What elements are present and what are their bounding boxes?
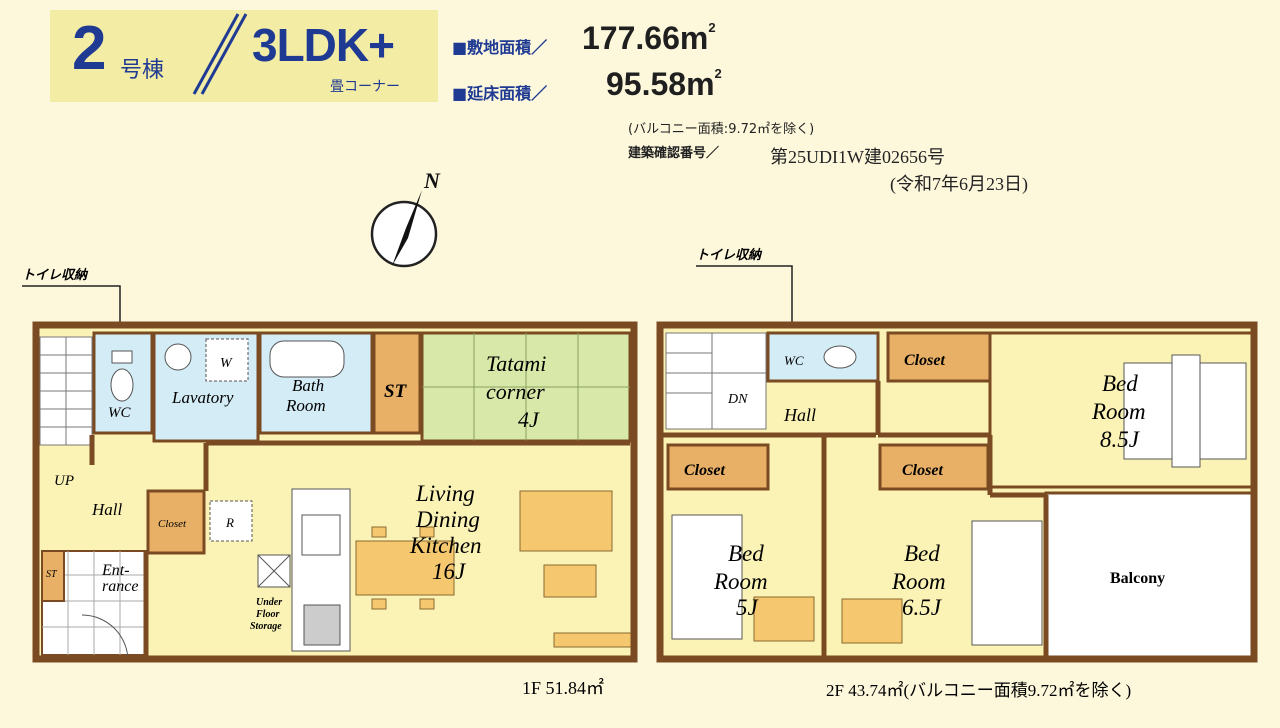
closet-top-2f bbox=[886, 331, 992, 383]
tatami-label-1: Tatami bbox=[486, 351, 546, 376]
toilet-storage-label-1f: トイレ収納 bbox=[22, 267, 88, 282]
site-area-label: ■敷地面積／ bbox=[452, 38, 548, 57]
floor-2f-label: 2F 43.74㎡(バルコニー面積9.72㎡を除く) bbox=[826, 681, 1132, 700]
desk-1 bbox=[753, 596, 815, 642]
wc-2f-label: WC bbox=[784, 353, 804, 368]
entrance-label-1: Ent- bbox=[101, 562, 130, 579]
stairs-2f bbox=[665, 332, 767, 430]
bed-left-label-1: Bed bbox=[728, 541, 764, 566]
coffee-table bbox=[543, 564, 597, 598]
layout-type: 3LDK+ bbox=[252, 19, 395, 71]
closet-top-label: Closet bbox=[904, 352, 945, 369]
building-suffix: 号棟 bbox=[120, 58, 165, 83]
tatami-label-3: 4J bbox=[518, 407, 540, 432]
tatami-label-2: corner bbox=[486, 379, 545, 404]
interior-walls-1f bbox=[89, 435, 630, 659]
sofa bbox=[519, 490, 613, 552]
layout-sub: 畳コーナー bbox=[330, 79, 400, 95]
balcony-label: Balcony bbox=[1110, 570, 1165, 587]
plan-badge bbox=[50, 10, 438, 102]
lavatory-label: Lavatory bbox=[171, 388, 234, 407]
site-area-value: 177.66 bbox=[582, 20, 680, 56]
floor-plan-2f: DN WC Hall Closet Bed Room 8.5J Closet C… bbox=[656, 321, 1258, 663]
sink bbox=[164, 343, 192, 371]
bed-mid-label-2: Room bbox=[891, 569, 946, 594]
closet-1f bbox=[146, 489, 206, 555]
closet-1f-label: Closet bbox=[158, 518, 187, 530]
st-1f-label: ST bbox=[384, 381, 408, 402]
bed-main-label-1: Bed bbox=[1102, 371, 1138, 396]
bed-single-2 bbox=[971, 520, 1043, 646]
site-area-unit-sup: 2 bbox=[708, 20, 716, 35]
badge-slash bbox=[192, 13, 248, 95]
ldk-label-3: Kitchen bbox=[409, 533, 482, 558]
bed-left-label-3: 5J bbox=[736, 595, 760, 620]
hall-1f-label: Hall bbox=[91, 500, 123, 519]
site-area-unit: m bbox=[679, 20, 709, 56]
entrance-label-2: rance bbox=[102, 578, 138, 595]
north-compass: N bbox=[370, 168, 441, 268]
outer-wall-1f bbox=[32, 321, 638, 663]
bath-label-2: Room bbox=[285, 396, 326, 415]
permit-date: (令和7年6月23日) bbox=[890, 174, 1028, 194]
bed-mid-label-1: Bed bbox=[904, 541, 940, 566]
floor-area-label: ■延床面積／ bbox=[452, 84, 548, 103]
toilet-tank-1f bbox=[111, 350, 133, 364]
building-number: 2 bbox=[72, 14, 107, 83]
balcony-note: (バルコニー面積:9.72㎡を除く) bbox=[628, 122, 815, 137]
bed-single-1 bbox=[671, 514, 743, 640]
floor-plan-1f: WC W Lavatory Bath Room ST Tatami corner… bbox=[32, 321, 638, 663]
interior-walls-2f bbox=[660, 381, 1049, 659]
floor-1f-label: 1F 51.84㎡ bbox=[522, 678, 605, 698]
st-entrance-label: ST bbox=[46, 569, 58, 580]
closet-mid-2f bbox=[878, 443, 990, 491]
dn-label: DN bbox=[727, 392, 748, 407]
kitchen-sink bbox=[301, 514, 341, 556]
st-entrance bbox=[41, 550, 65, 602]
tv-board bbox=[553, 632, 633, 648]
bed-main-label-2: Room bbox=[1091, 399, 1146, 424]
floor-area-value: 95.58 bbox=[606, 66, 687, 102]
permit-label: 建築確認番号／ bbox=[628, 146, 720, 161]
wc-1f-label: WC bbox=[108, 405, 131, 421]
permit-number: 第25UDI1W建02656号 bbox=[770, 147, 945, 167]
site-area: 177.66m2 bbox=[582, 20, 716, 57]
fridge-space bbox=[209, 500, 253, 542]
ldk-label-4: 16J bbox=[432, 559, 467, 584]
stairs-1f bbox=[39, 336, 93, 446]
ldk-label-2: Dining bbox=[415, 507, 480, 532]
storage-st-1f bbox=[372, 331, 422, 435]
bed-left-label-2: Room bbox=[713, 569, 768, 594]
bed-mid-label-3: 6.5J bbox=[902, 595, 943, 620]
washer-space bbox=[205, 338, 249, 382]
toilet-storage-label-2f: トイレ収納 bbox=[696, 247, 762, 262]
fridge-label: R bbox=[225, 515, 234, 530]
bed-main-label-3: 8.5J bbox=[1100, 427, 1141, 452]
closet-mid-label: Closet bbox=[902, 462, 943, 479]
floor-area-unit: m bbox=[686, 66, 715, 102]
floor-area: 95.58m2 bbox=[606, 66, 722, 103]
kitchen-stove bbox=[303, 604, 341, 646]
desk-2 bbox=[841, 598, 903, 644]
under-label-2: Floor bbox=[255, 609, 279, 620]
washer-label: W bbox=[220, 356, 233, 371]
compass-n: N bbox=[423, 168, 441, 193]
bathtub bbox=[269, 340, 345, 378]
hall-2f-label: Hall bbox=[783, 405, 816, 425]
floor-area-unit-sup: 2 bbox=[714, 66, 722, 81]
bath-label-1: Bath bbox=[292, 376, 324, 395]
compass-needle bbox=[392, 190, 422, 266]
entrance-door bbox=[81, 614, 129, 662]
closet-left-2f bbox=[666, 443, 770, 491]
ldk-label-1: Living bbox=[415, 481, 475, 506]
closet-left-label: Closet bbox=[684, 462, 725, 479]
toilet-1f bbox=[110, 368, 134, 402]
outer-wall-2f bbox=[656, 321, 1258, 663]
toilet-2f bbox=[823, 345, 857, 369]
wc-2f bbox=[766, 331, 880, 383]
under-label-3: Storage bbox=[250, 621, 282, 632]
up-label: UP bbox=[54, 473, 74, 489]
dining-table bbox=[355, 540, 455, 596]
under-label-1: Under bbox=[256, 597, 282, 608]
